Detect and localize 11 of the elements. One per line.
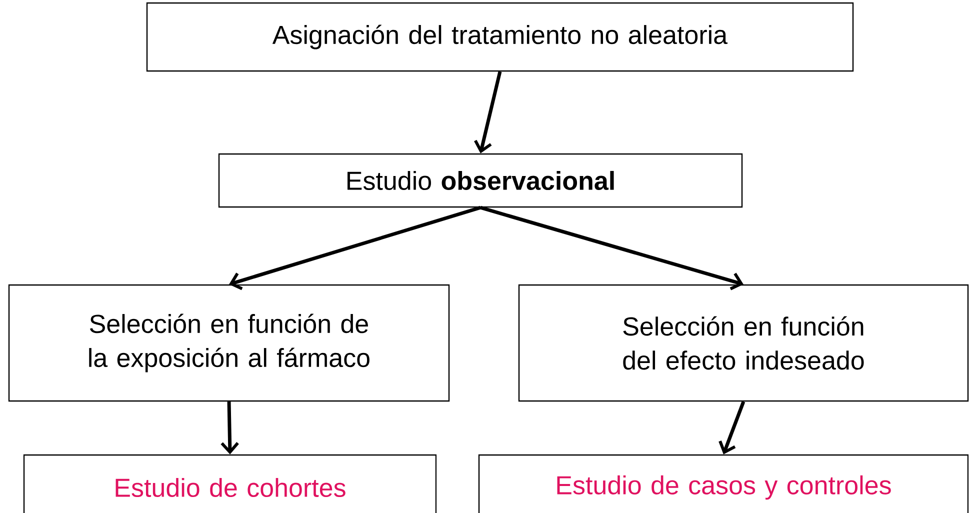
arrow bbox=[474, 71, 502, 154]
process-box: Selección en función de la exposición al fármaco bbox=[8, 284, 450, 402]
process-box: Estudio observacional bbox=[218, 153, 743, 208]
result-box: Estudio de cohortes bbox=[23, 454, 437, 513]
arrow bbox=[220, 402, 239, 454]
result-box: Estudio de casos y controles bbox=[478, 454, 969, 513]
arrow bbox=[229, 206, 482, 290]
arrow bbox=[480, 206, 744, 290]
process-box: Selección en función del efecto indeseado bbox=[518, 284, 969, 402]
process-box: Asignación del tratamiento no aleatoria bbox=[146, 2, 854, 72]
arrow bbox=[718, 400, 746, 454]
